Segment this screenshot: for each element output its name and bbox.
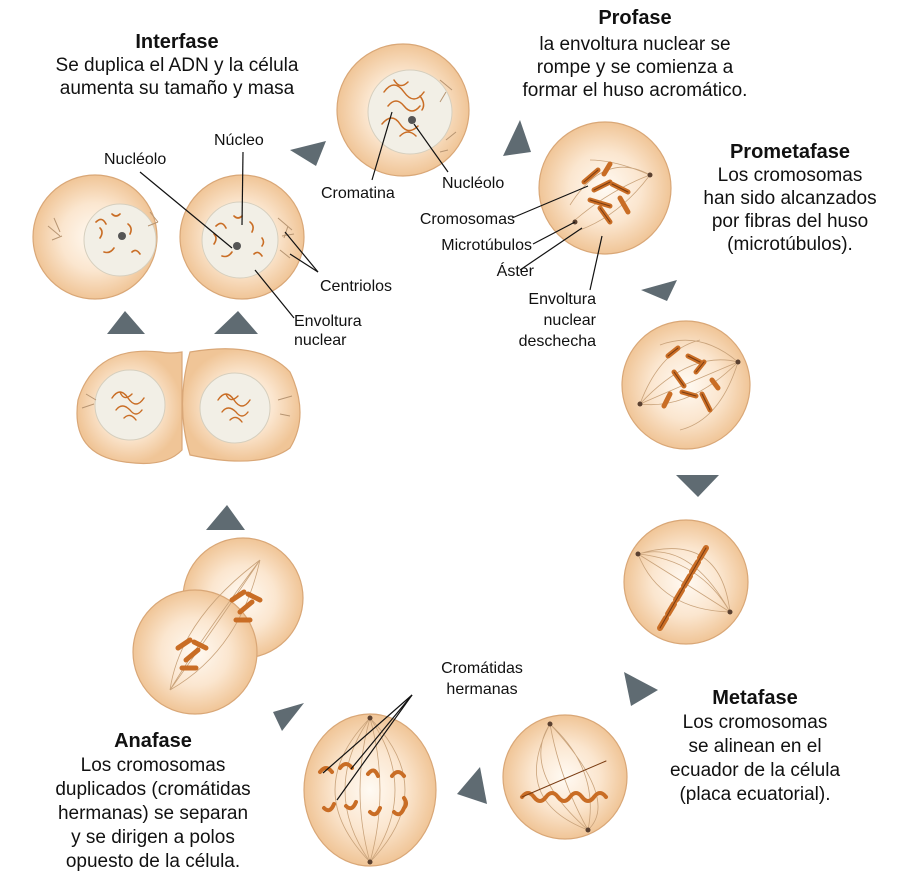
stage-desc-prometafase-3: por fibras del huso	[712, 211, 868, 232]
cell-telofase-pair	[77, 349, 300, 464]
label-envoltura-nuclear-2: nuclear	[294, 332, 347, 349]
cell-metafase-diagonal	[624, 520, 748, 644]
cell-anafase	[304, 714, 436, 866]
stage-desc-metafase-2: se alinean en el	[688, 736, 821, 757]
cell-anafase-early	[133, 538, 303, 714]
stage-title-metafase: Metafase	[712, 687, 798, 709]
stage-title-prometafase: Prometafase	[730, 141, 850, 163]
stage-prometafase-text: Prometafase Los cromosomas han sido alca…	[703, 141, 876, 255]
label-envoltura-nuclear-1: Envoltura	[294, 313, 362, 330]
label-aster: Áster	[497, 261, 535, 280]
label-cromatidas-2: hermanas	[446, 681, 517, 698]
stage-title-interfase: Interfase	[135, 31, 218, 53]
label-envoltura-deshecha-2: nuclear	[544, 312, 597, 329]
stage-desc-interfase-1: Se duplica el ADN y la célula	[56, 55, 299, 76]
stage-desc-metafase-1: Los cromosomas	[683, 712, 828, 733]
stage-interfase-text: Interfase Se duplica el ADN y la célula …	[56, 31, 299, 99]
label-nucleolo-interfase: Nucléolo	[104, 151, 166, 168]
cycle-arrow-8	[206, 505, 245, 530]
cycle-arrow-9	[107, 311, 145, 334]
stage-desc-anafase-2: duplicados (cromátidas	[55, 779, 250, 800]
stage-desc-interfase-2: aumenta su tamaño y masa	[60, 78, 295, 99]
label-nucleo: Núcleo	[214, 132, 264, 149]
stage-desc-metafase-3: ecuador de la célula	[670, 760, 840, 781]
label-cromatina: Cromatina	[321, 185, 395, 202]
cycle-arrow-10	[214, 311, 258, 334]
cycle-arrow-1	[290, 141, 326, 166]
stage-desc-anafase-4: y se dirigen a polos	[71, 827, 235, 848]
stage-title-profase: Profase	[598, 7, 671, 29]
cycle-arrow-3	[641, 280, 677, 301]
stage-title-anafase: Anafase	[114, 730, 192, 752]
stage-desc-metafase-4: (placa ecuatorial).	[679, 784, 830, 805]
stage-profase-text: Profase la envoltura nuclear se rompe y …	[523, 7, 748, 101]
stage-desc-anafase-5: opuesto de la célula.	[66, 851, 240, 872]
stage-desc-anafase-1: Los cromosomas	[81, 755, 226, 776]
label-microtubulos: Microtúbulos	[441, 237, 532, 254]
cycle-arrow-6	[457, 767, 487, 804]
stage-desc-prometafase-2: han sido alcanzados	[703, 188, 876, 209]
label-nucleolo-profase: Nucléolo	[442, 175, 504, 192]
cell-profase	[337, 44, 469, 176]
stage-desc-profase-1: la envoltura nuclear se	[539, 34, 730, 55]
stage-desc-profase-2: rompe y se comienza a	[537, 57, 734, 78]
stage-desc-prometafase-1: Los cromosomas	[718, 165, 863, 186]
cell-prometafase	[539, 122, 671, 254]
label-envoltura-deshecha-1: Envoltura	[528, 291, 596, 308]
cell-interfase-left	[33, 175, 158, 299]
cycle-arrow-2	[503, 120, 531, 156]
cycle-arrow-4	[676, 475, 719, 497]
label-cromatidas-1: Cromátidas	[441, 660, 523, 677]
stage-desc-anafase-3: hermanas) se separan	[58, 803, 248, 824]
stage-metafase-text: Metafase Los cromosomas se alinean en el…	[670, 687, 840, 805]
cell-prometafase-late	[622, 321, 750, 449]
label-centriolos: Centriolos	[320, 278, 392, 295]
stage-desc-profase-3: formar el huso acromático.	[523, 80, 748, 101]
label-cromosomas: Cromosomas	[420, 211, 515, 228]
label-envoltura-deshecha-3: deschecha	[519, 333, 596, 350]
stage-desc-prometafase-4: (microtúbulos).	[727, 234, 853, 255]
cell-metafase	[503, 715, 627, 839]
cycle-arrow-5	[624, 672, 658, 706]
stage-anafase-text: Anafase Los cromosomas duplicados (cromá…	[55, 730, 250, 872]
cycle-arrow-7	[273, 703, 304, 731]
